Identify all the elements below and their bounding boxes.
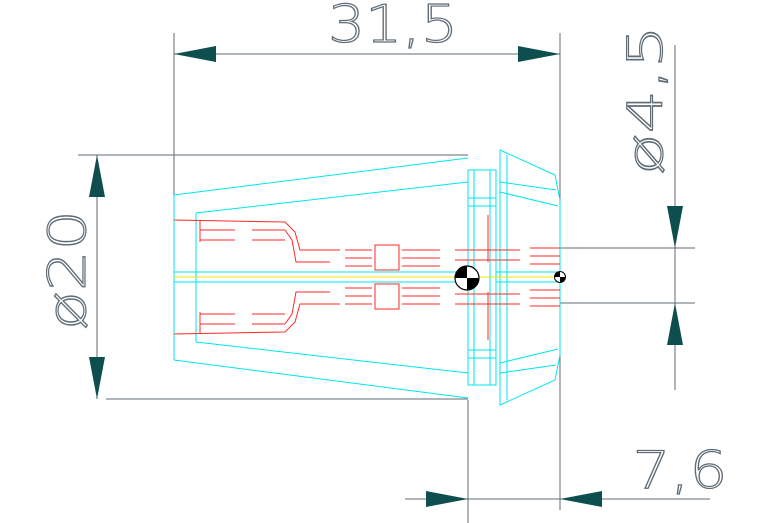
- body-inner-top: [195, 181, 469, 214]
- dim-head-text: 7,6: [633, 441, 728, 501]
- arrow-od-top: [89, 155, 105, 197]
- dim-od-text: ø20: [38, 210, 98, 330]
- lower-slot-step: [284, 291, 330, 325]
- center-mark-large: [454, 265, 480, 291]
- arrow-head-right: [560, 491, 602, 507]
- lower-mid-block: [374, 283, 400, 310]
- nose-rib-3: [499, 348, 559, 364]
- arrow-head-left: [426, 491, 468, 507]
- upper-mid-block: [374, 244, 400, 271]
- dimension-arrows: [89, 46, 683, 507]
- arrow-bore-top: [667, 206, 683, 248]
- hidden-lines: [173, 215, 560, 340]
- nose-rib-4: [499, 364, 557, 374]
- dimension-lines: [78, 33, 710, 523]
- nose-rib-2: [499, 191, 559, 207]
- arrow-od-bottom: [89, 357, 105, 399]
- nose-outline: [499, 149, 561, 406]
- arrow-bore-bottom: [667, 303, 683, 345]
- dim-bore-text: ø4,5: [618, 25, 674, 175]
- upper-slot-step: [284, 229, 330, 263]
- body-inner-bottom: [195, 341, 469, 374]
- lower-slot-profile: [173, 303, 340, 335]
- arrow-length-left: [174, 46, 216, 62]
- arrow-length-right: [518, 46, 560, 62]
- body-top-edge: [173, 157, 469, 196]
- upper-slot-profile: [173, 219, 340, 251]
- dim-length-text: 31,5: [328, 0, 458, 55]
- body-bottom-edge: [173, 359, 469, 399]
- nose-rib-1: [499, 181, 557, 191]
- center-mark-small: [554, 271, 566, 283]
